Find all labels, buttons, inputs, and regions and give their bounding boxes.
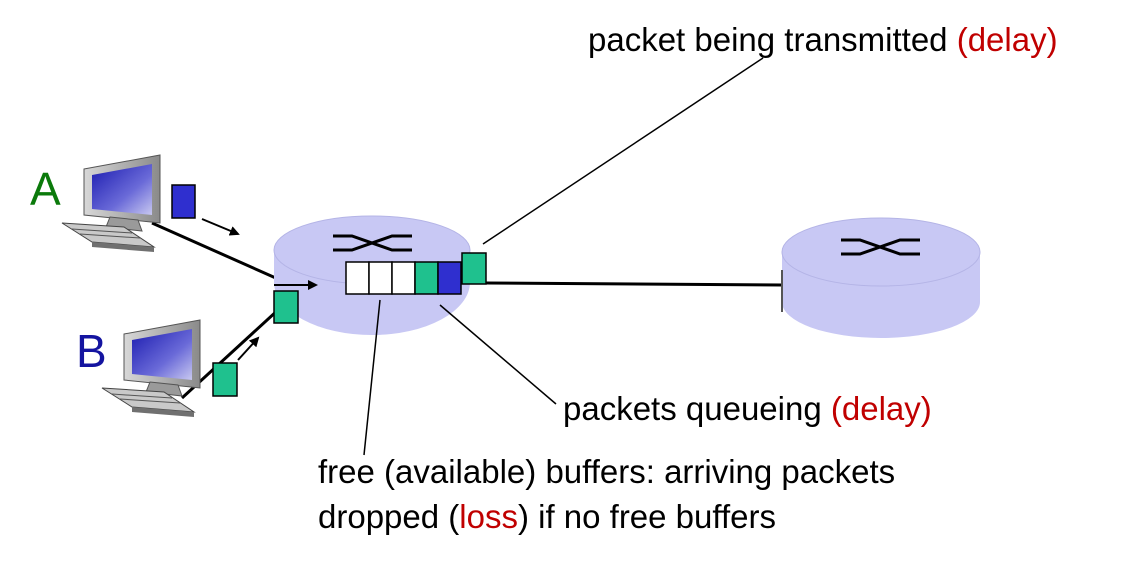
annotation-transmitted-text: packet being transmitted <box>588 21 957 58</box>
annotation-free-line2-post: ) if no free buffers <box>517 498 776 535</box>
host-a-label: A <box>30 163 61 215</box>
desktop-computer-icon <box>101 319 201 417</box>
annotation-free-buffers-line1: free (available) buffers: arriving packe… <box>318 453 896 490</box>
annotation-transmitted: packet being transmitted (delay) <box>588 23 1058 56</box>
packet-icon <box>273 290 299 324</box>
annotation-transmitted-highlight: (delay) <box>956 21 1058 58</box>
annotation-queueing: packets queueing (delay) <box>563 392 932 425</box>
link-host-a <box>151 221 279 281</box>
buffer-slot-icon <box>391 261 416 295</box>
annotation-free-buffers-line2: dropped (loss) if no free buffers <box>318 500 776 533</box>
buffer-slot-icon <box>368 261 393 295</box>
link-router-to-router <box>485 281 783 287</box>
annotation-queueing-highlight: (delay) <box>830 390 932 427</box>
packet-icon <box>212 362 238 397</box>
callout-line-transmitted <box>482 57 764 245</box>
buffer-slot-icon <box>345 261 370 295</box>
desktop-computer-icon <box>61 154 161 252</box>
packet-b-arrow <box>237 336 260 361</box>
router-icon <box>781 217 981 338</box>
annotation-free-line2-pre: dropped ( <box>318 498 460 535</box>
packet-icon <box>171 184 196 219</box>
host-b-label: B <box>76 325 107 377</box>
callout-line-free-buffers <box>363 299 381 456</box>
packet-icon <box>437 261 462 295</box>
callout-line-queueing <box>439 304 557 405</box>
packet-icon <box>414 261 439 295</box>
packet-icon <box>461 252 487 285</box>
annotation-queueing-text: packets queueing <box>563 390 831 427</box>
annotation-free-line2-highlight: loss <box>459 498 518 535</box>
packet-a-arrow <box>201 218 240 236</box>
